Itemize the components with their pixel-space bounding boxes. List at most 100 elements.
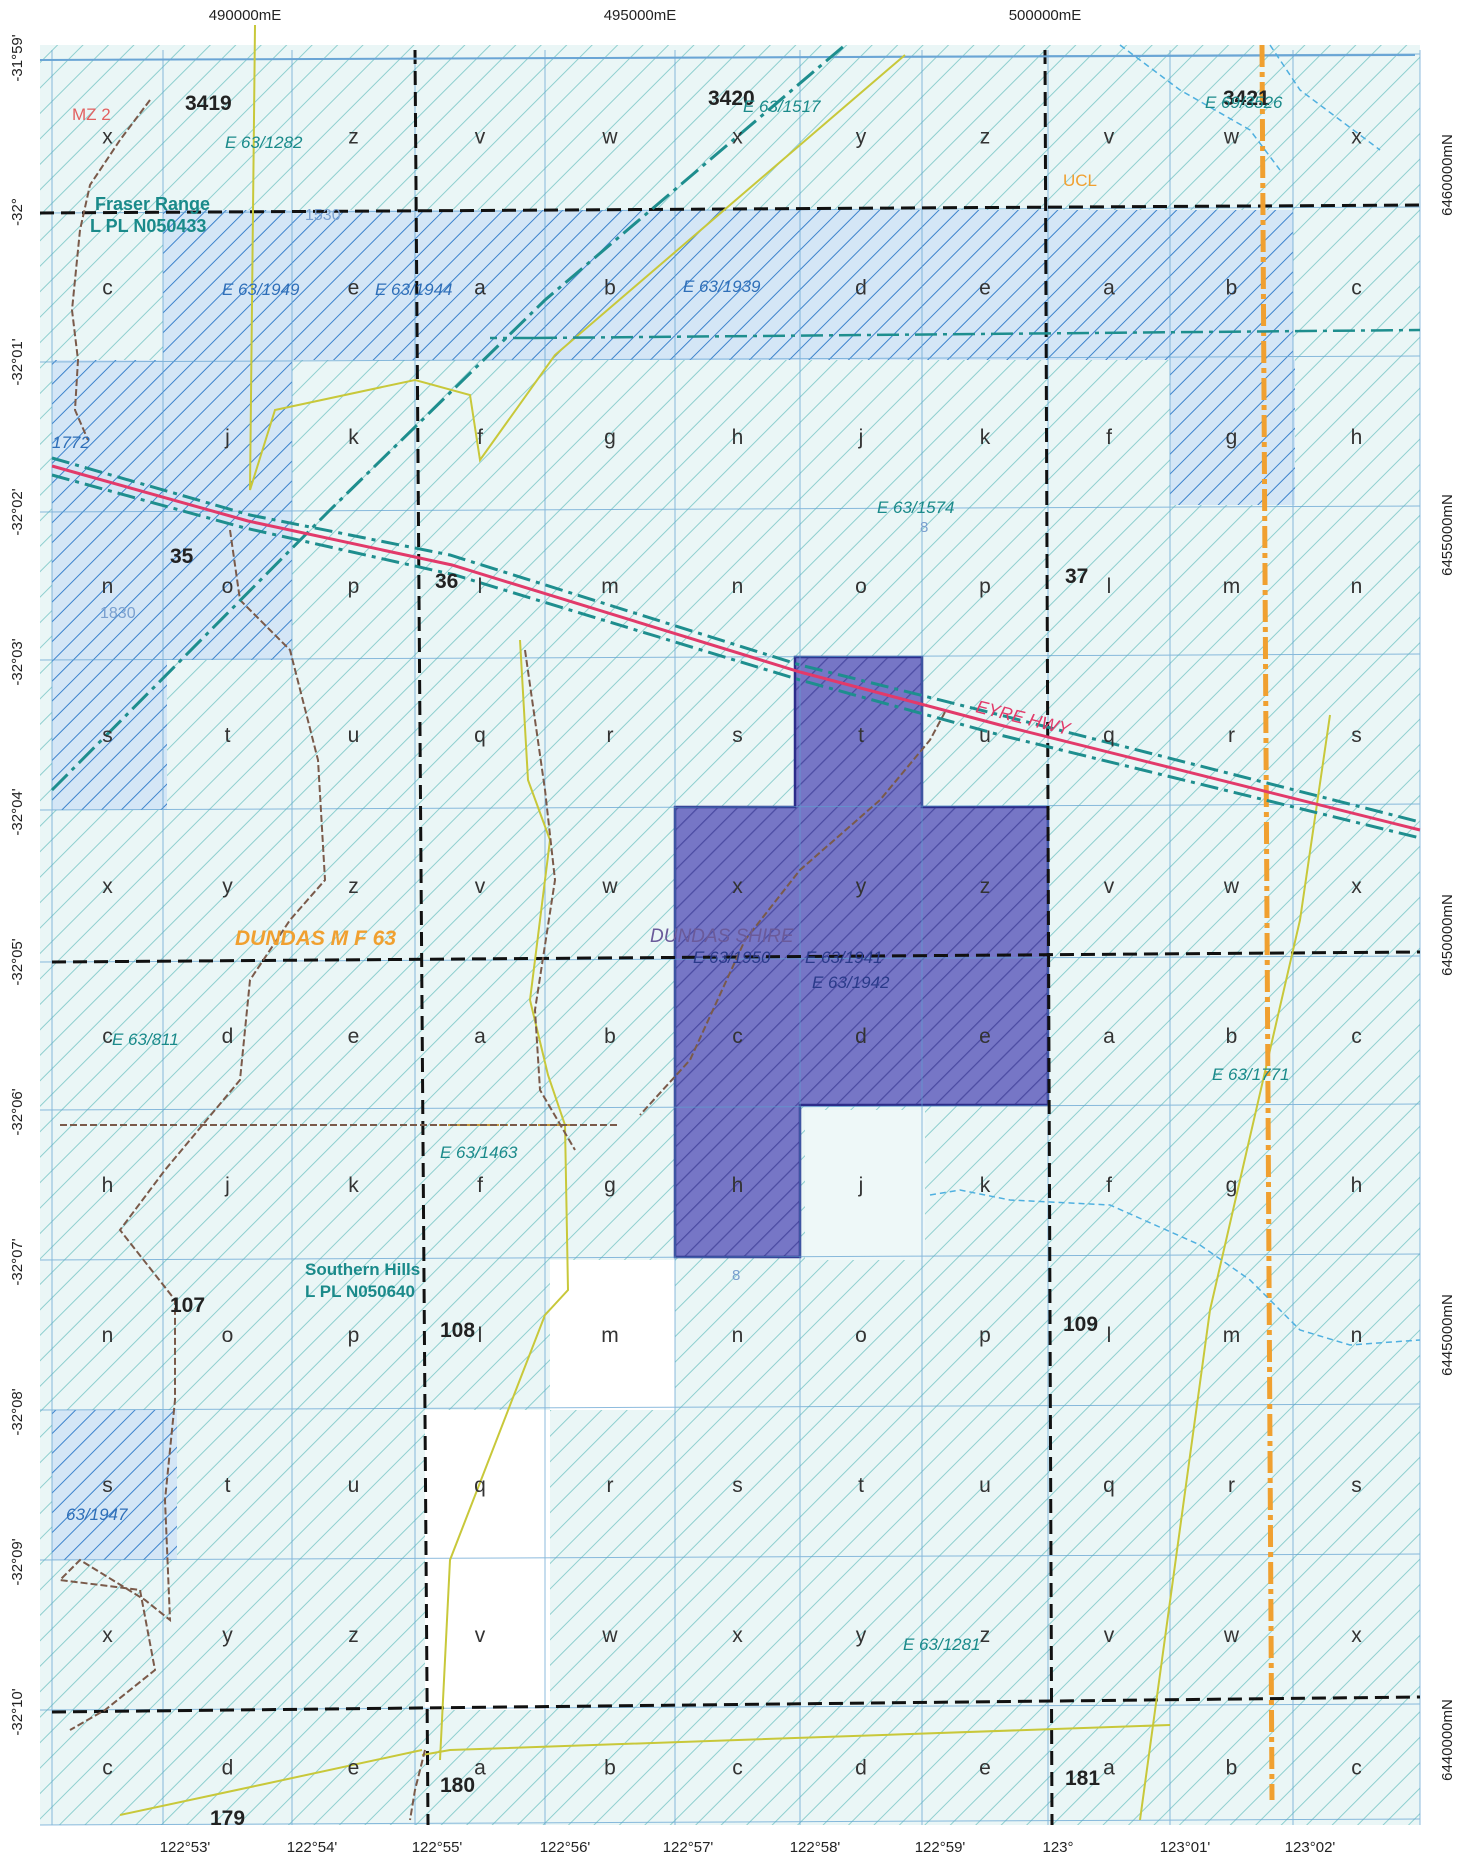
tenement-label: E 63/1771 [1212,1065,1290,1084]
block-letter: q [474,1474,486,1497]
fraser-range-label: Fraser Range [95,194,210,214]
block-letter: m [601,575,619,598]
block-letter: a [474,1025,486,1048]
block-letter: s [732,1474,743,1497]
block-letter: w [1223,1624,1240,1647]
block-letter: t [858,1474,864,1497]
block-letter: u [348,1474,360,1497]
block-letter: e [348,277,360,300]
block-letter: s [1351,1474,1362,1497]
southern-hills-label: Southern Hills [305,1260,420,1279]
top-boundary [39,54,1416,61]
longitude-label: 122°55' [412,1839,463,1856]
orange-boundary [1259,44,1275,1801]
block-letter: m [601,1324,619,1347]
block-letter: q [474,724,486,747]
block-letter: l [478,575,483,598]
block-letter: y [856,126,867,149]
block-letter: x [732,875,743,898]
block-letter: w [601,1624,618,1647]
block-letter: l [1107,575,1112,598]
block-letter: v [475,1624,486,1647]
block-number: 108 [440,1319,475,1342]
block-letter: z [980,1624,991,1647]
block-number: 180 [440,1774,475,1797]
tenement-label: E 63/1950 [693,948,771,967]
latitude-label: -32°08' [9,1388,26,1435]
block-letter: a [1103,1025,1115,1048]
block-letter: z [980,126,991,149]
tenement-label: 63/1947 [66,1505,128,1524]
latitude-label: -32°03' [9,638,26,685]
block-letter: c [1351,1025,1362,1048]
block-letter: w [601,875,618,898]
block-letter: n [1351,575,1363,598]
block-letter: x [1351,126,1362,149]
block-letter: r [1228,724,1235,747]
block-letter: j [858,426,864,449]
block-letter: v [1104,875,1115,898]
block-letter: b [1226,277,1238,300]
longitude-label: 122°53' [160,1839,211,1856]
teal-boundaries [50,43,1421,792]
block-letter: n [732,1324,744,1347]
block-letter: h [732,1174,744,1197]
dundas-shire-label: DUNDAS SHIRE [650,926,794,947]
latitude-label: -32°02' [9,488,26,535]
block-letter: f [477,1174,483,1197]
block-number: 179 [210,1807,245,1830]
block-letter: x [102,875,113,898]
tenement-label: E 63/1939 [683,277,761,296]
block-letter: p [979,1324,991,1347]
tenement-label: E 63/1282 [225,133,303,152]
block-letter: m [1223,1324,1241,1347]
block-number: 3419 [185,92,232,115]
blue-tenement-areas [52,210,1295,1560]
block-letter: c [102,277,113,300]
block-letter: q [1103,1474,1115,1497]
easting-label: 490000mE [209,7,282,24]
block-letter: w [601,126,618,149]
latitude-label: -32°06' [9,1088,26,1135]
block-letter: o [855,1324,867,1347]
southern-hills-code: L PL N050640 [305,1282,415,1301]
block-letter: u [979,1474,991,1497]
block-letter: m [1223,575,1241,598]
block-letter: u [979,724,991,747]
easting-label: 500000mE [1009,7,1082,24]
block-letter: z [348,126,359,149]
longitude-label: 122°56' [540,1839,591,1856]
block-letter: y [856,875,867,898]
tenement-label: 1772 [52,433,90,452]
shire-boundary [57,99,946,1821]
block-letter: z [348,1624,359,1647]
block-number: 3420 [708,87,755,110]
block-letter: h [1351,426,1363,449]
block-letter: k [980,1174,991,1197]
longitude-label: 122°54' [287,1839,338,1856]
block-letter: s [1351,724,1362,747]
block-letter: j [224,426,230,449]
block-letter: x [732,126,743,149]
num-8-label-b: 8 [732,1267,740,1284]
block-letter: x [102,1624,113,1647]
tenement-label: E 63/1463 [440,1143,518,1162]
block-letter: z [980,875,991,898]
block-letter: x [1351,875,1362,898]
dundas-mf-label: DUNDAS M F 63 [235,927,396,950]
block-letter: w [1223,126,1240,149]
block-letter: b [604,1757,616,1780]
latitude-label: -32°10' [9,1688,26,1735]
block-letter: b [604,1025,616,1048]
block-letter: f [1106,1174,1112,1197]
block-letter: y [222,1624,233,1647]
block-number: 181 [1065,1767,1100,1790]
ucl-label: UCL [1063,171,1097,190]
block-letter: b [1226,1025,1238,1048]
block-letter: s [102,724,113,747]
block-letter: e [979,277,991,300]
block-letter: x [1351,1624,1362,1647]
block-letter: n [732,575,744,598]
longitude-label: 123° [1042,1839,1073,1856]
